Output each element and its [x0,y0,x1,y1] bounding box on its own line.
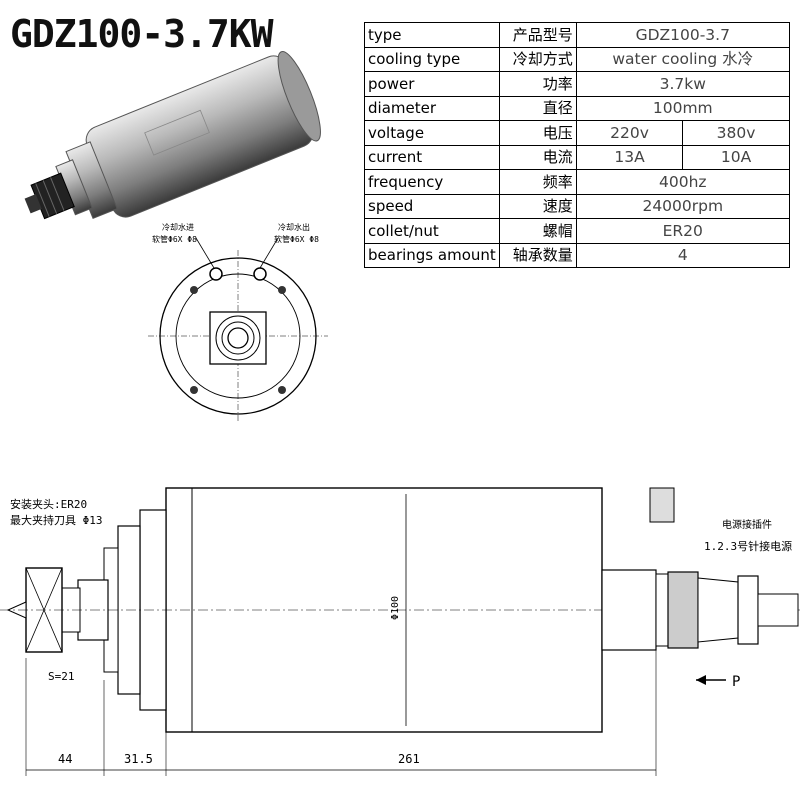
connector-label: 电源接插件 [722,518,772,531]
spec-value: 10A [682,144,790,170]
spec-value: 380v [682,120,790,146]
spec-label-en: collet/nut [364,218,500,244]
spec-value: 24000rpm [575,193,790,219]
spec-value: 4 [575,242,790,268]
spec-value: 13A [575,144,684,170]
page-title: GDZ100-3.7KW [10,12,274,56]
spec-value: 3.7kw [575,71,790,97]
spec-value: 400hz [575,169,790,195]
spec-label-cn: 冷却方式 [498,46,577,72]
spec-label-en: current [364,144,500,170]
side-view-drawing: 安装夹头:ER20 最大夹持刀具 Φ13 Φ100 S=21 电源接插件 1.2… [0,487,800,776]
collet-label: 安装夹头:ER20 [10,497,87,511]
spec-label-cn: 直径 [498,95,577,121]
front-view-drawing: 冷却水进 软管Φ6X Φ8 冷却水出 软管Φ6X Φ8 [148,222,328,423]
spec-value: ER20 [575,218,790,244]
spec-label-en: voltage [364,120,500,146]
spec-label-en: bearings amount [364,242,500,268]
dimension-261: 261 [398,752,420,766]
inlet-label: 冷却水进 [162,222,194,232]
spec-label-en: type [364,22,500,48]
spec-label-cn: 速度 [498,193,577,219]
spec-label-en: frequency [364,169,500,195]
spec-label-cn: 螺帽 [498,218,577,244]
spec-value: GDZ100-3.7 [575,22,790,48]
dimension-44: 44 [58,752,72,766]
dimension-31-5: 31.5 [124,752,153,766]
spec-label-en: power [364,71,500,97]
spec-label-en: speed [364,193,500,219]
spec-label-cn: 轴承数量 [498,242,577,268]
spec-label-cn: 电流 [498,144,577,170]
spec-label-cn: 电压 [498,120,577,146]
view-arrow-label: P [732,674,740,690]
outlet-hose-label: 软管Φ6X Φ8 [274,234,319,244]
spec-label-cn: 频率 [498,169,577,195]
inlet-hose-label: 软管Φ6X Φ8 [152,234,197,244]
spec-label-en: cooling type [364,46,500,72]
spec-label-cn: 产品型号 [498,22,577,48]
outlet-label: 冷却水出 [278,222,310,232]
spec-value: 220v [575,120,684,146]
spec-label-cn: 功率 [498,71,577,97]
spec-value: water cooling 水冷 [575,46,790,72]
max-tool-label: 最大夹持刀具 Φ13 [10,513,103,527]
connector-pins-label: 1.2.3号针接电源 [704,539,792,553]
spec-value: 100mm [575,95,790,121]
spec-label-en: diameter [364,95,500,121]
spindle-photo [24,51,321,220]
wrench-label: S=21 [48,670,75,683]
diameter-label: Φ100 [390,596,401,620]
